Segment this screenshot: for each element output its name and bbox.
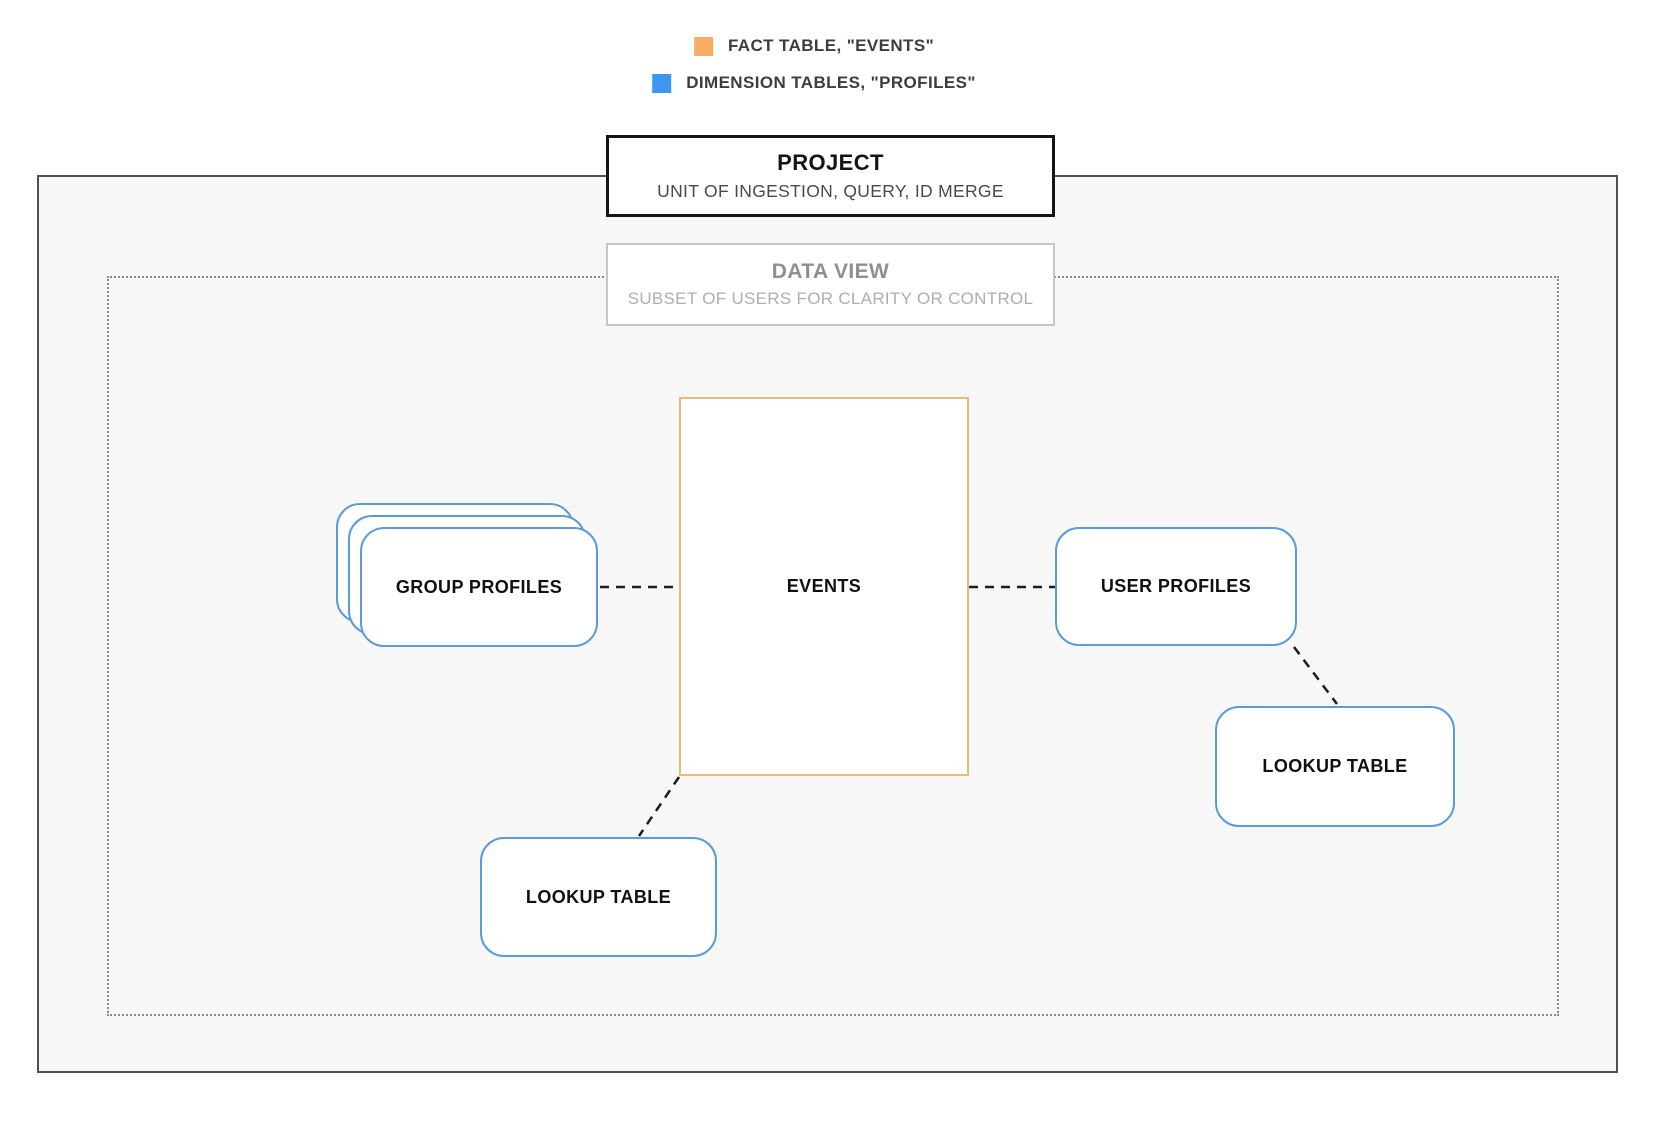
legend-item-fact-table: FACT TABLE, "EVENTS"	[693, 36, 935, 56]
node-label: GROUP PROFILES	[395, 576, 563, 597]
node-lookup-table-right: LOOKUP TABLE	[1215, 706, 1455, 827]
project-subtitle: UNIT OF INGESTION, QUERY, ID MERGE	[657, 181, 1004, 201]
project-title: PROJECT	[777, 150, 884, 175]
node-lookup-table-bottom: LOOKUP TABLE	[480, 837, 717, 957]
project-header-box: PROJECT UNIT OF INGESTION, QUERY, ID MER…	[606, 135, 1055, 217]
node-label: EVENTS	[786, 576, 862, 596]
node-label: LOOKUP TABLE	[525, 886, 672, 907]
data-view-subtitle: SUBSET OF USERS FOR CLARITY OR CONTROL	[627, 289, 1034, 308]
node-label: LOOKUP TABLE	[1262, 756, 1408, 776]
node-user-profiles: USER PROFILES	[1055, 527, 1297, 646]
data-view-header-box: DATA VIEW SUBSET OF USERS FOR CLARITY OR…	[606, 243, 1055, 326]
legend-item-dimension-tables: DIMENSION TABLES, "PROFILES"	[652, 73, 976, 93]
node-label: USER PROFILES	[1100, 576, 1252, 596]
legend-item-label: DIMENSION TABLES, "PROFILES"	[686, 73, 976, 92]
legend-item-label: FACT TABLE, "EVENTS"	[727, 36, 935, 55]
node-events-fact-table: EVENTS	[679, 397, 969, 776]
dimension-tables-swatch-icon	[652, 73, 672, 93]
node-group-profiles: GROUP PROFILES	[360, 527, 598, 647]
data-view-title: DATA VIEW	[771, 260, 890, 283]
legend: FACT TABLE, "EVENTS" DIMENSION TABLES, "…	[652, 36, 976, 93]
fact-table-swatch-icon	[693, 36, 713, 56]
